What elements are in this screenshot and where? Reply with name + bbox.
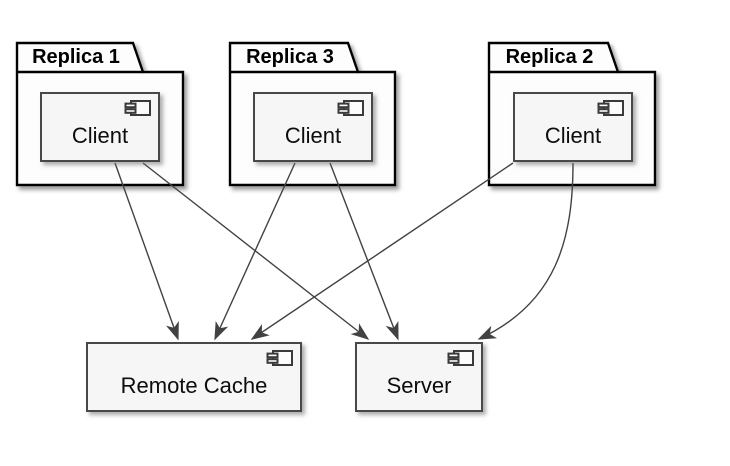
component-label: Client bbox=[284, 123, 342, 148]
component-client-replica-3: Client bbox=[253, 92, 373, 162]
component-client-replica-1: Client bbox=[40, 92, 160, 162]
component-label: Client bbox=[71, 123, 129, 148]
package-replica-1-title: Replica 1 bbox=[32, 46, 120, 68]
component-label: Server bbox=[386, 373, 452, 398]
component-icon bbox=[124, 100, 151, 116]
edges-layer bbox=[114, 162, 574, 341]
package-replica-2-title: Replica 2 bbox=[505, 46, 594, 68]
edge-replica3-client-to-remote-cache bbox=[214, 162, 296, 341]
edge-replica1-client-to-remote-cache bbox=[114, 162, 179, 341]
component-icon bbox=[447, 350, 474, 366]
component-server: Server bbox=[355, 342, 483, 412]
package-replica-3-title: Replica 3 bbox=[246, 46, 334, 68]
component-icon bbox=[337, 100, 364, 116]
edge-replica2-client-to-server bbox=[477, 162, 574, 340]
component-icon bbox=[266, 350, 293, 366]
component-icon bbox=[597, 100, 624, 116]
component-client-replica-2: Client bbox=[513, 92, 633, 162]
edge-replica2-client-to-remote-cache bbox=[250, 162, 514, 340]
edge-replica3-client-to-server bbox=[329, 162, 399, 341]
component-label: Remote Cache bbox=[120, 373, 268, 398]
component-label: Client bbox=[544, 123, 602, 148]
component-remote-cache: Remote Cache bbox=[86, 342, 302, 412]
